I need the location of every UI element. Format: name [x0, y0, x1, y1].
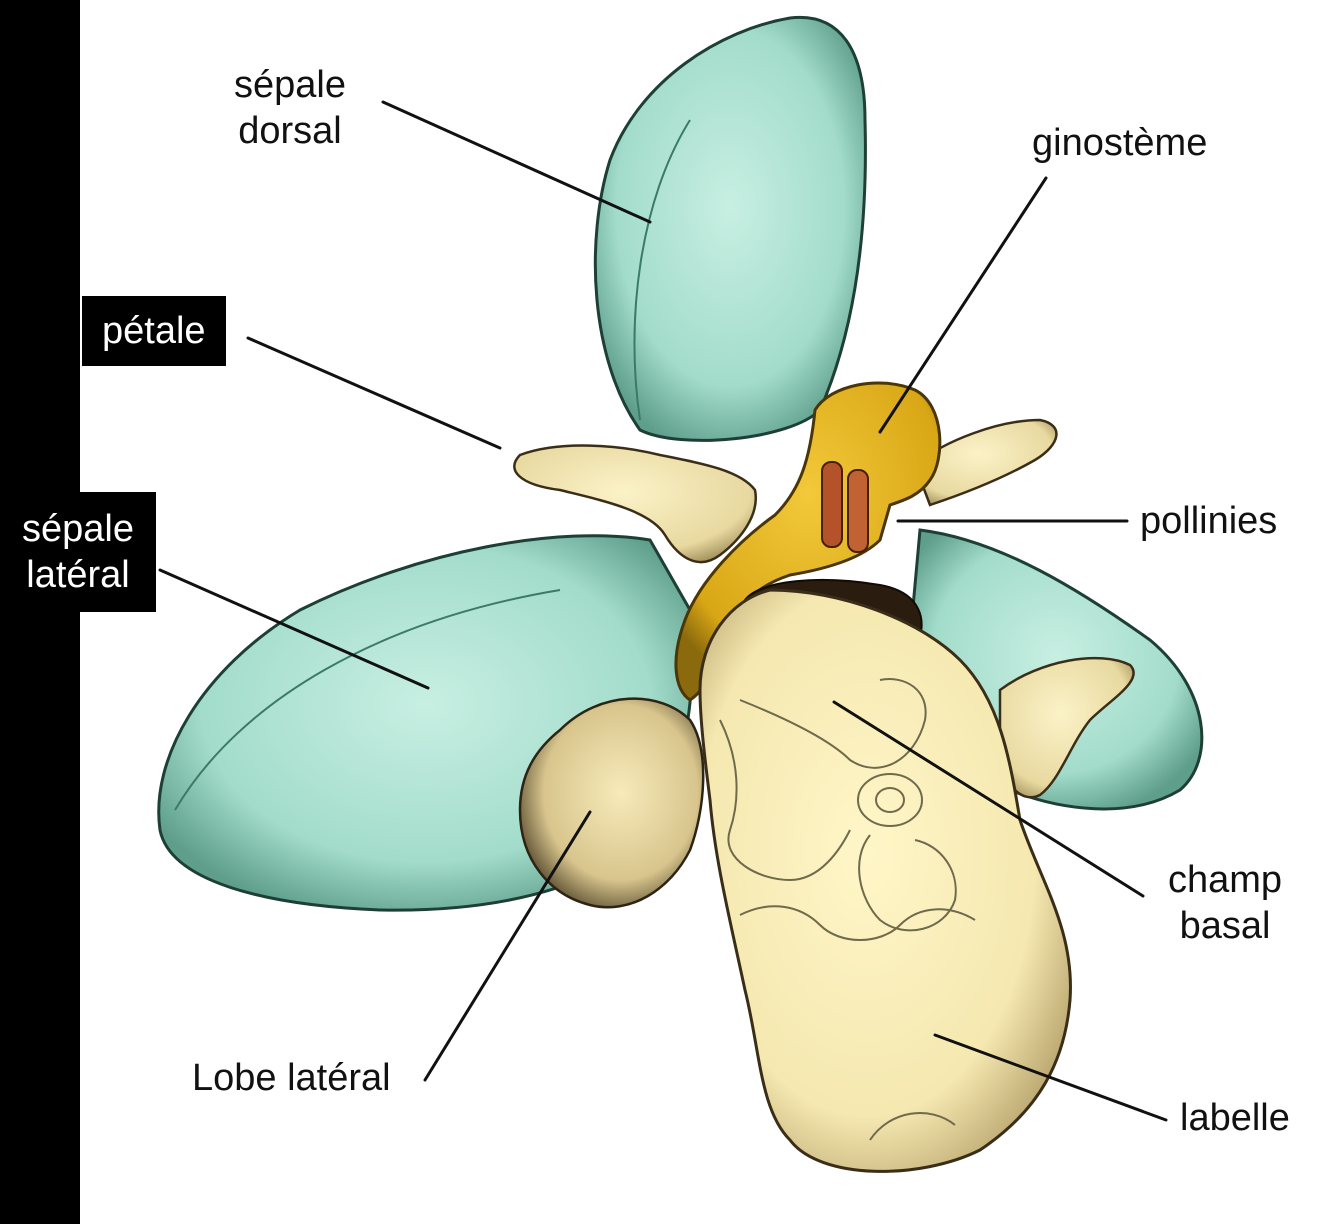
label-sepale-dorsal: sépale dorsal [234, 62, 346, 154]
label-petale: pétale [82, 296, 226, 366]
label-lobe-lateral: Lobe latéral [192, 1055, 391, 1101]
label-labelle: labelle [1180, 1095, 1290, 1141]
label-ginosteme: ginostème [1032, 120, 1207, 166]
label-sepale-lateral: sépale latéral [0, 492, 156, 612]
label-pollinies: pollinies [1140, 498, 1277, 544]
label-champ-basal: champ basal [1168, 857, 1282, 949]
